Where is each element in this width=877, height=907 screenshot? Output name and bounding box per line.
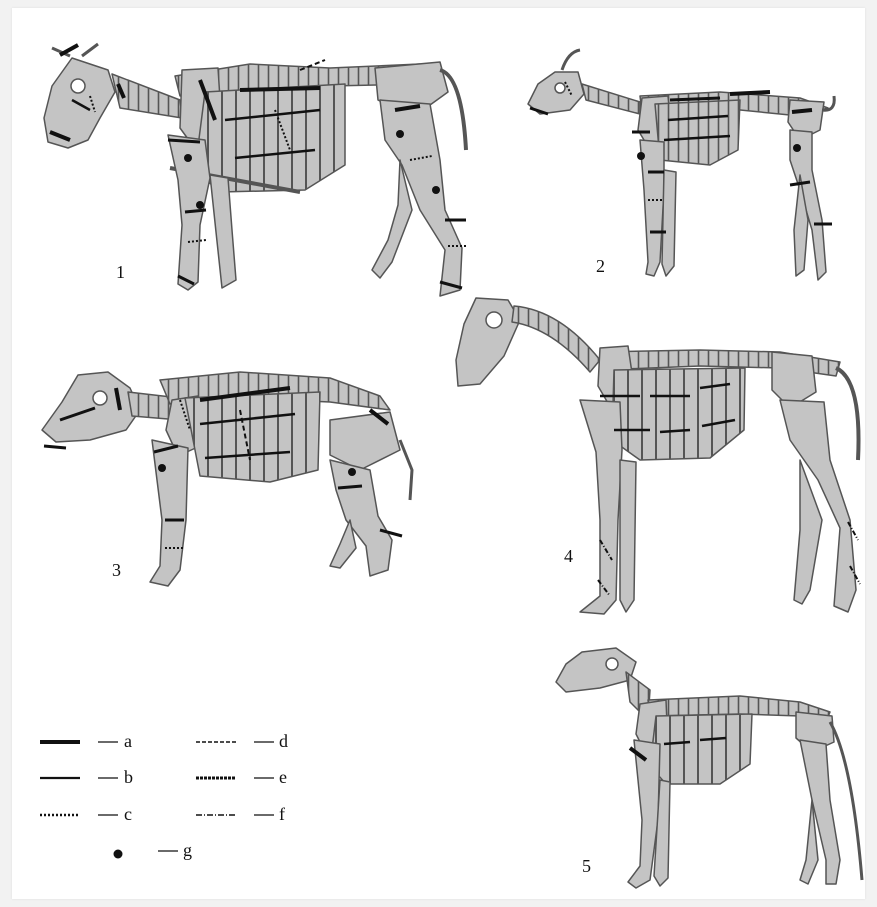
- legend-swatch-g: [114, 850, 123, 859]
- panel-label-2: 2: [596, 256, 605, 276]
- legend-label-a: a: [124, 731, 132, 751]
- panel-label-4: 4: [564, 546, 573, 566]
- legend-label-d: d: [279, 731, 288, 751]
- legend-label-c: c: [124, 804, 132, 824]
- panel-label-3: 3: [112, 560, 121, 580]
- panel-label-1: 1: [116, 262, 125, 282]
- legend-label-f: f: [279, 804, 285, 824]
- skeleton-cattle: [44, 44, 466, 296]
- legend: a b c d e f g: [40, 731, 288, 860]
- panel-label-5: 5: [582, 856, 591, 876]
- legend-label-e: e: [279, 767, 287, 787]
- skeleton-dog: [556, 648, 862, 888]
- legend-label-g: g: [183, 840, 192, 860]
- skeleton-goat: [528, 50, 834, 280]
- skeleton-horse: [456, 298, 859, 614]
- legend-label-b: b: [124, 767, 133, 787]
- skeleton-pig: [42, 372, 412, 586]
